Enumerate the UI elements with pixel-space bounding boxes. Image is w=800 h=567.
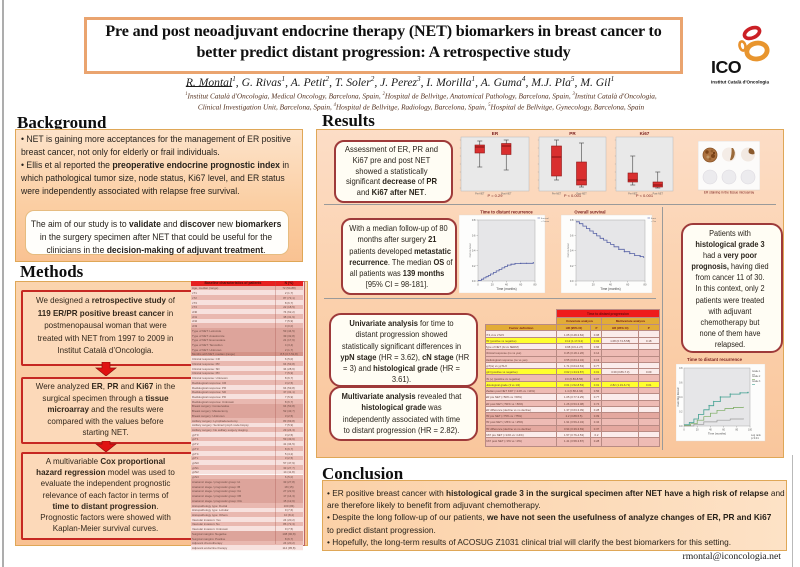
svg-text:Post-NET: Post-NET (501, 193, 512, 196)
svg-text:0.6: 0.6 (472, 233, 476, 237)
svg-text:80: 80 (735, 429, 738, 432)
svg-text:Time (months): Time (months) (708, 432, 726, 436)
svg-text:+ Censored: + Censored (651, 220, 656, 223)
svg-text:0.6: 0.6 (570, 233, 574, 237)
svg-text:0.2: 0.2 (570, 264, 574, 268)
svg-text:0.0: 0.0 (472, 279, 476, 283)
svg-text:0.8: 0.8 (570, 218, 574, 222)
svg-text:60: 60 (626, 283, 629, 287)
svg-text:0.0: 0.0 (679, 425, 683, 428)
svg-text:p<0.01: p<0.01 (751, 437, 759, 440)
svg-text:20: 20 (592, 283, 595, 287)
svg-text:0.4: 0.4 (570, 249, 574, 253)
svg-text:0: 0 (477, 283, 479, 287)
svg-text:ER: ER (492, 131, 499, 136)
svg-text:40: 40 (609, 283, 612, 287)
svg-text:0: 0 (575, 283, 577, 287)
svg-text:Post-NET: Post-NET (653, 193, 664, 196)
svg-text:Survival funct.: Survival funct. (541, 217, 549, 220)
svg-text:0.8: 0.8 (472, 218, 476, 222)
svg-text:ER staining in the tissue micr: ER staining in the tissue microarray (704, 191, 755, 195)
svg-text:60: 60 (722, 429, 725, 432)
svg-text:Cum Dist Recurr: Cum Dist Recurr (676, 387, 680, 406)
svg-text:0.8: 0.8 (679, 367, 683, 370)
svg-text:Time (months): Time (months) (600, 287, 620, 291)
svg-text:Cum survival: Cum survival (469, 243, 472, 257)
svg-text:ICO: ICO (711, 57, 742, 77)
svg-text:20: 20 (696, 429, 699, 432)
svg-text:P = 0.29: P = 0.29 (488, 193, 504, 198)
svg-text:0.4: 0.4 (472, 249, 476, 253)
svg-text:Time (months): Time (months) (496, 287, 516, 291)
svg-text:0.2: 0.2 (472, 264, 476, 268)
svg-text:+ Censored: + Censored (541, 220, 549, 223)
svg-text:0: 0 (683, 429, 685, 432)
svg-text:Institut Català d'Oncologia: Institut Català d'Oncologia (711, 80, 769, 85)
svg-text:Pre-NET: Pre-NET (552, 193, 562, 196)
svg-text:Grade 2: Grade 2 (752, 375, 761, 378)
svg-text:40: 40 (709, 429, 712, 432)
svg-text:Cum survival: Cum survival (567, 243, 570, 257)
svg-text:100: 100 (748, 429, 753, 432)
svg-text:Grade 1: Grade 1 (752, 370, 761, 373)
svg-text:80: 80 (644, 283, 647, 287)
svg-text:Overall survival: Overall survival (574, 210, 605, 215)
svg-text:Ki67: Ki67 (640, 131, 650, 136)
svg-text:80: 80 (534, 283, 537, 287)
svg-text:Post-NET: Post-NET (576, 193, 587, 196)
svg-text:Pre-NET: Pre-NET (628, 193, 638, 196)
svg-text:PR: PR (569, 131, 576, 136)
svg-text:0.2: 0.2 (679, 411, 683, 414)
svg-text:Log rank: Log rank (751, 434, 761, 437)
svg-text:0.0: 0.0 (570, 279, 574, 283)
svg-text:Pre-NET: Pre-NET (475, 193, 485, 196)
svg-text:Time to distant recurrence: Time to distant recurrence (480, 210, 533, 215)
svg-text:P < 0.001: P < 0.001 (636, 193, 654, 198)
svg-text:0.6: 0.6 (679, 382, 683, 385)
svg-text:Grade 3: Grade 3 (752, 380, 761, 383)
svg-text:0.4: 0.4 (679, 396, 683, 399)
svg-text:20: 20 (491, 283, 494, 287)
svg-text:60: 60 (519, 283, 522, 287)
svg-text:40: 40 (505, 283, 508, 287)
svg-text:P < 0.001: P < 0.001 (564, 193, 582, 198)
svg-text:Survival funct.: Survival funct. (651, 217, 656, 220)
